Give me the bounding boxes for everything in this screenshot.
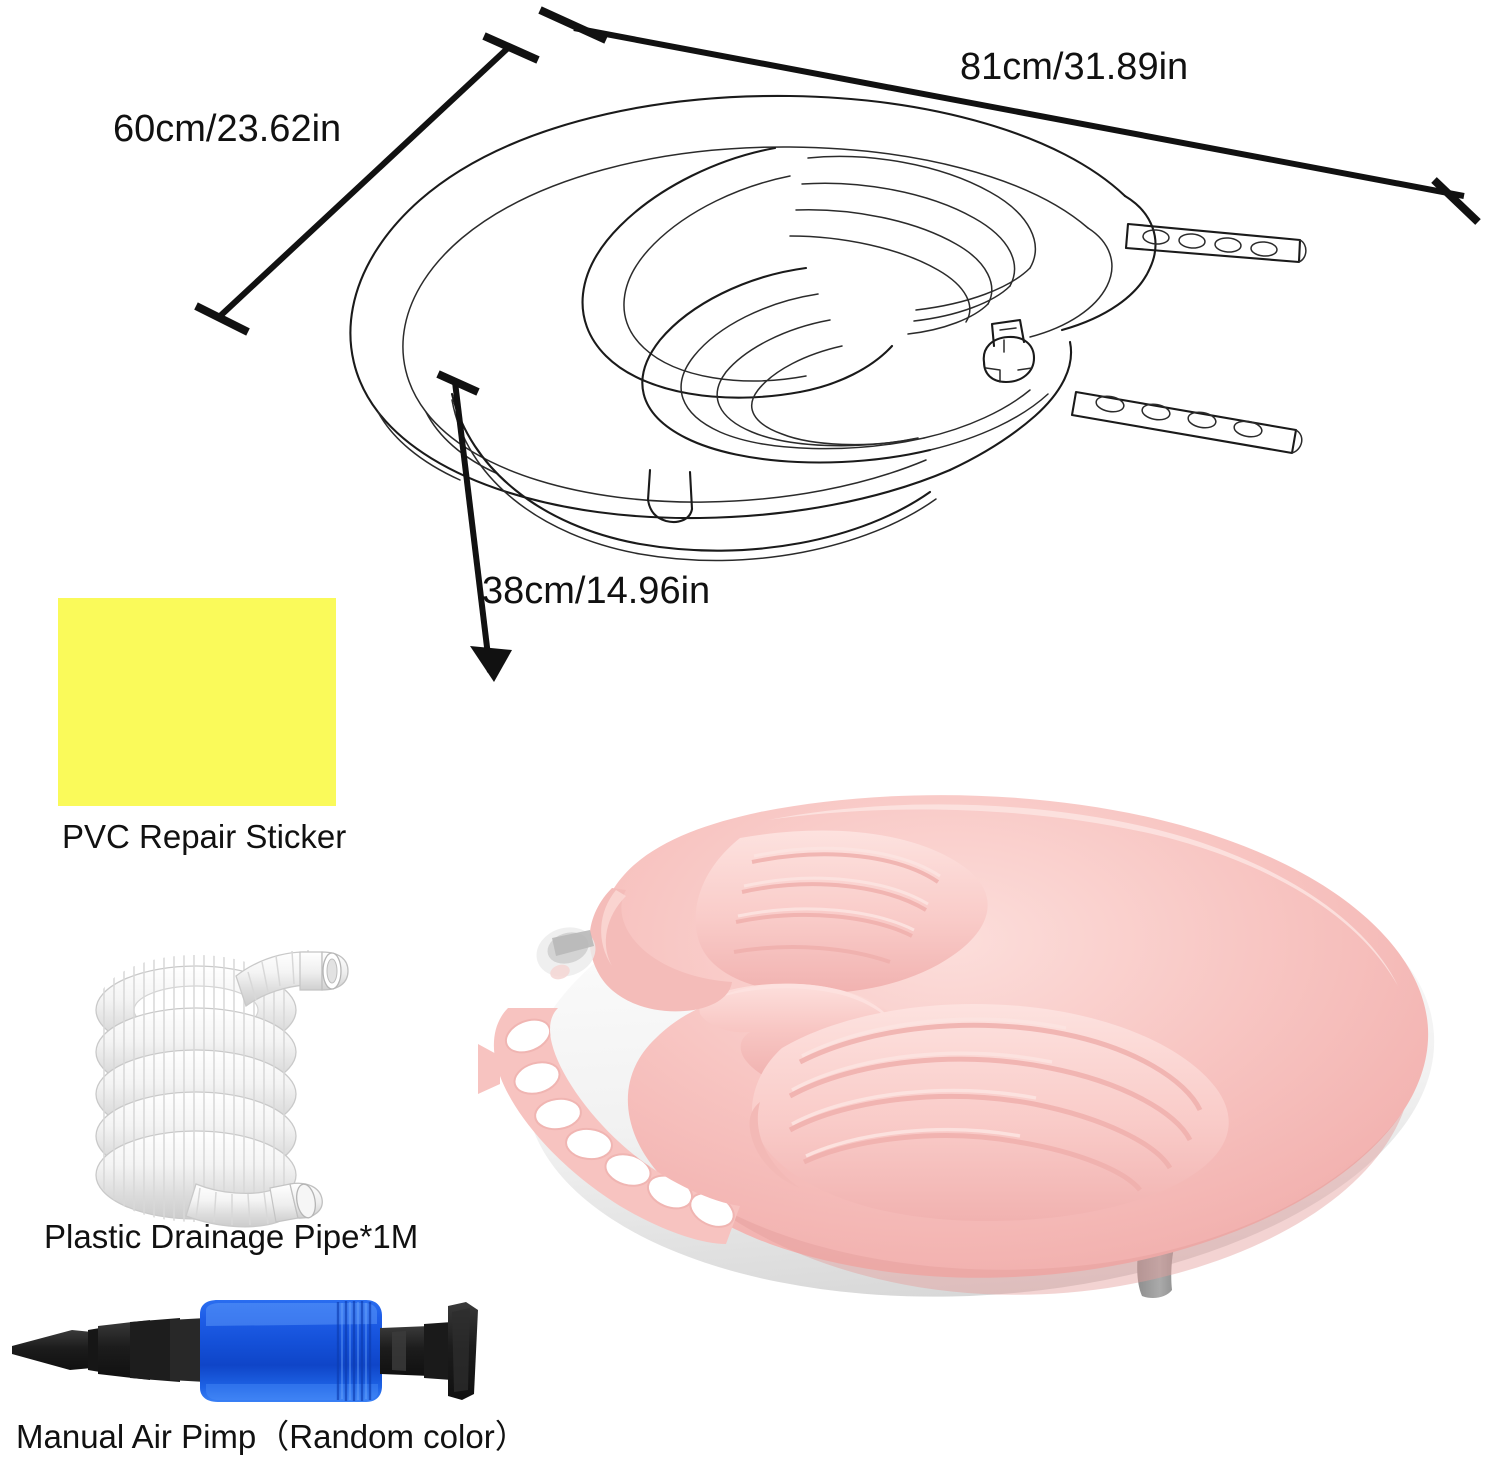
line-drawing-strap-lower — [1070, 390, 1303, 455]
line-drawing-outer-rim — [349, 94, 1157, 520]
air-pump-body — [12, 1300, 478, 1402]
dimension-line-width — [538, 6, 1481, 225]
product-drain-nozzle — [1137, 1232, 1178, 1298]
line-drawing-ribs-upper — [789, 155, 1036, 335]
product-cushion-lower — [749, 1003, 1229, 1222]
product-cushion-upper — [695, 830, 988, 994]
line-drawing-inner-cushion — [581, 146, 894, 399]
dimension-line-depth — [194, 32, 540, 336]
line-drawing-air-valve — [982, 318, 1036, 384]
line-drawing-ribs-lower — [641, 266, 1049, 464]
product-inner-tube — [698, 983, 912, 1095]
pvc-repair-sticker-caption: PVC Repair Sticker — [62, 818, 347, 855]
product-inner-basin — [855, 862, 1340, 1106]
line-drawing-strap-upper — [1124, 222, 1307, 264]
dimension-depth-label: 60cm/23.62in — [113, 108, 342, 150]
manual-air-pump-caption: Manual Air Pimp（Random color） — [16, 1418, 528, 1455]
product-outer-ring — [603, 795, 1429, 1295]
hose-connector-bottom — [269, 1182, 323, 1223]
pvc-repair-sticker-swatch — [58, 598, 336, 806]
dimension-height-label: 38cm/14.96in — [482, 570, 711, 612]
product-white-base — [525, 833, 1435, 1297]
plastic-drainage-pipe-caption: Plastic Drainage Pipe*1M — [44, 1218, 419, 1255]
product-left-tube-end — [589, 888, 732, 1012]
product-air-valve — [536, 927, 596, 980]
dimension-width-label: 81cm/31.89in — [960, 46, 1189, 88]
hose-coil-body — [95, 950, 349, 1228]
hose-connector-top — [299, 951, 349, 991]
line-drawing-basin-wall — [450, 392, 937, 562]
dimension-line-height — [436, 370, 512, 682]
product-perforated-strap — [478, 1008, 740, 1244]
